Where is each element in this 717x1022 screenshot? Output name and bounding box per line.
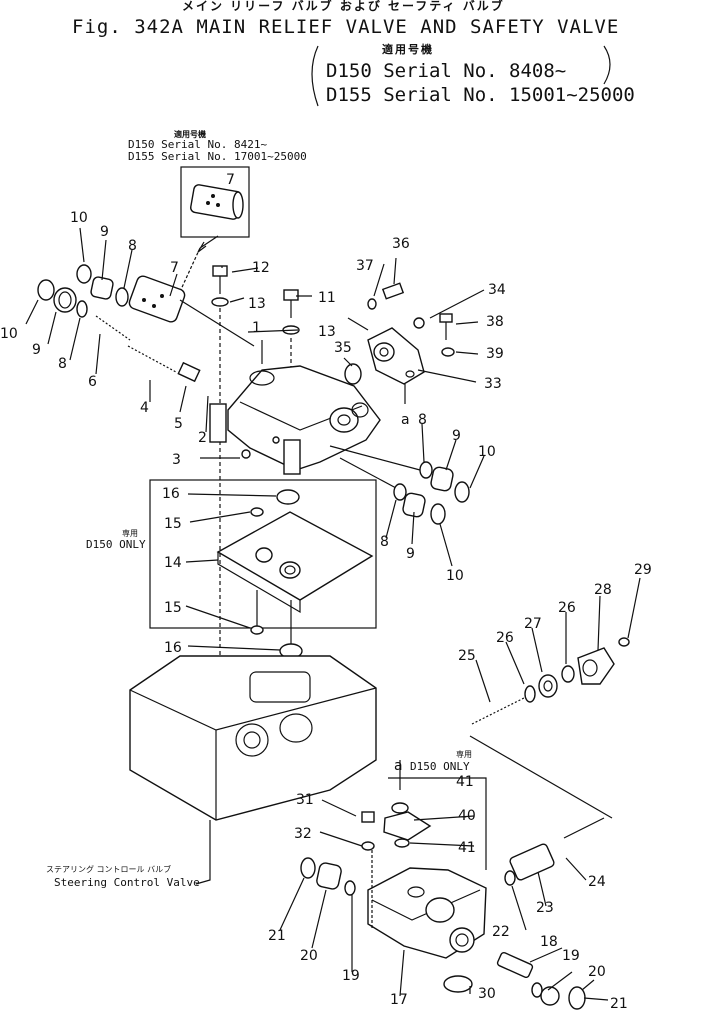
inset-serial-d155: D155 Serial No. 17001~25000 [128,150,307,163]
callout-41: 41 [456,774,474,790]
applicable-models-jp: 適用号機 [382,43,434,56]
callout-2: 2 [198,430,207,446]
callout-20-b: 20 [588,964,606,980]
callout-5: 5 [174,416,183,432]
callout-28: 28 [594,582,612,598]
callout-37: 37 [356,258,374,274]
title-japanese: メイン リリーフ バルブ および セーフティ バルブ [182,0,505,13]
callout-7: 7 [170,260,179,276]
callout-11: 11 [318,290,336,306]
relief-parts-right [393,461,470,525]
steering-valve-jp: ステアリング コントロール バルブ [46,864,171,874]
callout-10: 10 [70,210,88,226]
callout-33: 33 [484,376,502,392]
callout-40: 40 [458,808,476,824]
callout-8: 8 [128,238,137,254]
callout-38: 38 [486,314,504,330]
relief-parts-left [37,264,255,383]
inset-part-7 [177,166,250,297]
callout-7-inset: 7 [226,172,235,188]
callout-13: 13 [248,296,266,312]
callout-19-b: 19 [562,948,580,964]
callout-34: 34 [488,282,506,298]
callout-17: 17 [390,992,408,1008]
callout-9-c: 9 [452,428,461,444]
callout-15-b: 15 [164,600,182,616]
relief-valve-body [209,365,421,489]
callout-25: 25 [458,648,476,664]
callout-21: 21 [268,928,286,944]
flange-33-group [347,282,455,404]
callout-13-b: 13 [318,324,336,340]
callout-20: 20 [300,948,318,964]
callout-8-b: 8 [58,356,67,372]
callout-24: 24 [588,874,606,890]
bracket-right [603,45,611,85]
callout-10-d: 10 [446,568,464,584]
o-ring-35 [344,363,362,385]
d150-only-jp: 専用 [122,528,138,538]
callout-15: 15 [164,516,182,532]
callout-26: 26 [558,600,576,616]
callout-14: 14 [164,555,182,571]
safety-valve-parts [469,637,630,819]
callout-1: 1 [252,320,261,336]
callout-10-c: 10 [478,444,496,460]
d150-only-label-2: D150 ONLY [410,760,470,773]
serial-d155: D155 Serial No. 15001~25000 [326,84,635,106]
callout-10-b: 10 [0,326,18,342]
callout-12: 12 [252,260,270,276]
callout-21-b: 21 [610,996,628,1012]
callout-3: 3 [172,452,181,468]
bracket-left [311,45,319,107]
callout-6: 6 [88,374,97,390]
callout-9-d: 9 [406,546,415,562]
callout-8-d: 8 [380,534,389,550]
callout-16-b: 16 [164,640,182,656]
callout-23: 23 [536,900,554,916]
inset-serial-d150: D150 Serial No. 8421~ [128,138,267,151]
callout-16: 16 [162,486,180,502]
callout-30: 30 [478,986,496,1002]
callout-29: 29 [634,562,652,578]
callout-18: 18 [540,934,558,950]
callout-39: 39 [486,346,504,362]
serial-d150: D150 Serial No. 8408~ [326,60,567,82]
spacer-plate-14 [149,479,377,659]
reference-a-top: a [401,412,410,428]
d150-only-label: D150 ONLY [86,538,146,551]
callout-9-b: 9 [32,342,41,358]
inset-applicable-jp: 適用号機 [174,129,206,139]
steering-control-valve [129,655,377,885]
callout-22: 22 [492,924,510,940]
steering-valve-label: Steering Control Valve [54,876,200,889]
callout-8-c: 8 [418,412,427,428]
callout-36: 36 [392,236,410,252]
callout-32: 32 [294,826,312,842]
callout-9: 9 [100,224,109,240]
callout-26-b: 26 [496,630,514,646]
callout-19: 19 [342,968,360,984]
leader-lines [25,227,641,1001]
callout-31: 31 [296,792,314,808]
callout-27: 27 [524,616,542,632]
callout-4: 4 [140,400,149,416]
bolts-12-11 [211,265,300,690]
safety-valve-body [300,760,605,1010]
reference-a-bottom: a [394,758,403,774]
figure-title: Fig. 342A MAIN RELIEF VALVE AND SAFETY V… [72,16,620,38]
d150-only-jp-2: 専用 [456,749,472,759]
callout-35: 35 [334,340,352,356]
callout-41-b: 41 [458,840,476,856]
